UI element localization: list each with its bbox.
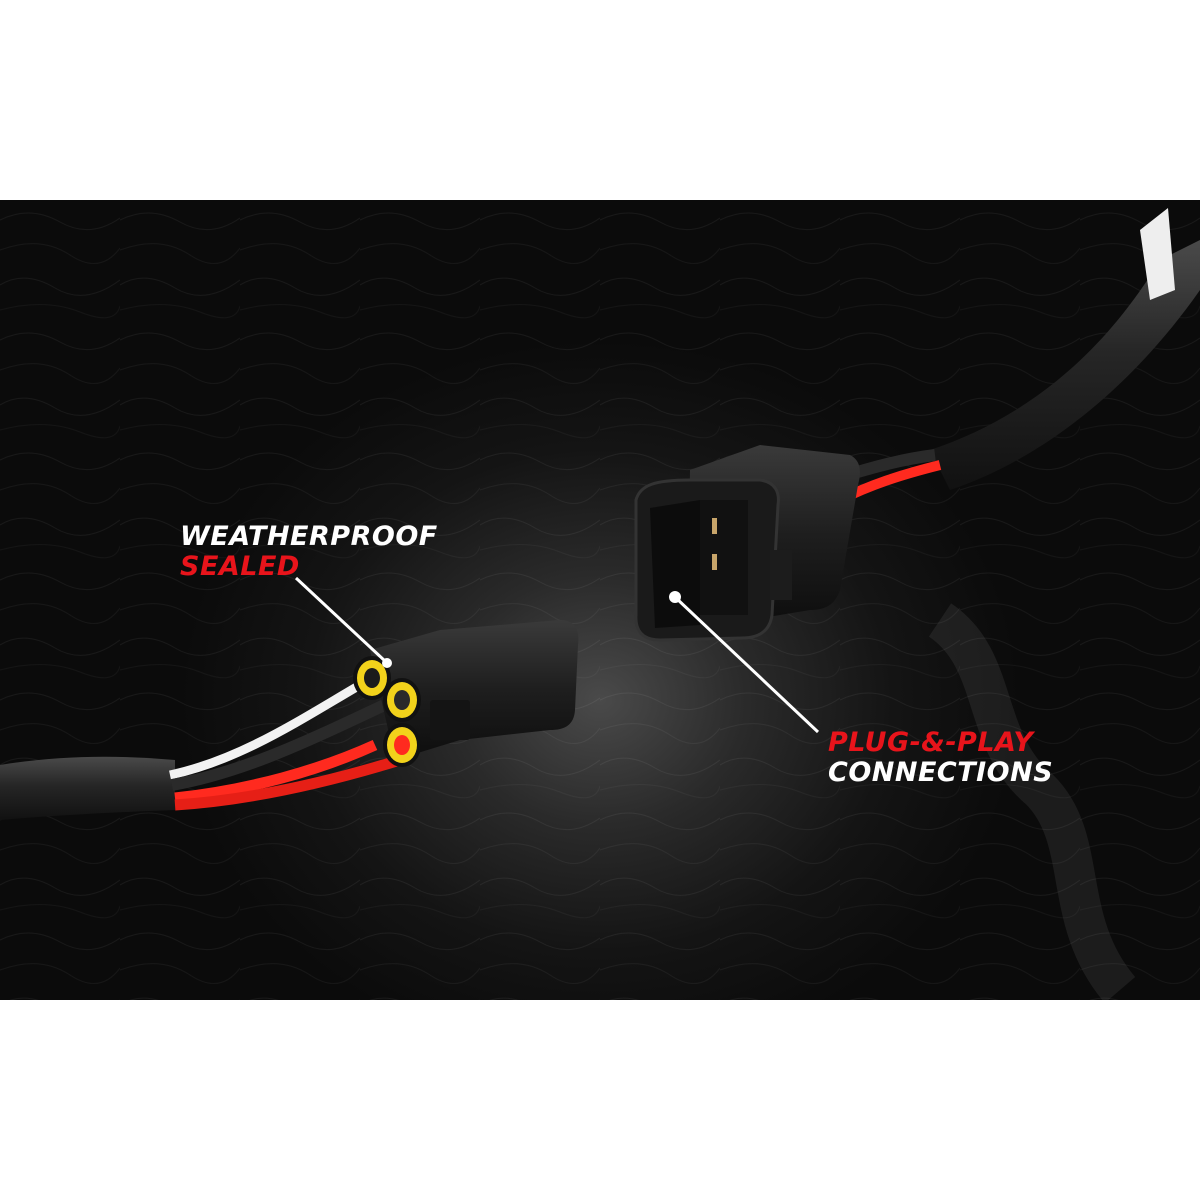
seal-rings (353, 656, 421, 767)
callout-line1: WEATHERPROOF (180, 521, 438, 552)
right-connector-socket (650, 500, 700, 628)
callout-line1: PLUG-&-PLAY (828, 727, 1034, 758)
red-wire-2 (174, 754, 402, 811)
pin-housing (700, 500, 748, 615)
smoke-wisp (927, 603, 1136, 1000)
left-connector-latch (430, 700, 470, 740)
product-photo-band: WEATHERPROOF SEALED PLUG-&-PLAY CONNECTI… (0, 200, 1200, 1000)
callout-line-plug-play (674, 596, 820, 734)
wiring-harness-illustration (0, 200, 1200, 1000)
callout-line2: CONNECTIONS (828, 757, 1054, 788)
left-cable-sleeve (0, 756, 175, 820)
left-harness (0, 620, 579, 820)
callout-plug-and-play: PLUG-&-PLAY CONNECTIONS (828, 728, 1053, 788)
callout-weatherproof-sealed: WEATHERPROOF SEALED (180, 522, 438, 582)
topographic-texture (0, 200, 1200, 1000)
pin-2 (712, 554, 717, 570)
right-connector-latch (770, 550, 792, 600)
red-wire-1 (174, 739, 378, 804)
callout-line2: SEALED (180, 551, 300, 582)
left-connector-body (370, 620, 579, 760)
cable-label-tag (1140, 208, 1175, 300)
callout-dot-plug-play (669, 591, 681, 603)
right-cable-sleeve (930, 240, 1200, 490)
white-wire (169, 681, 363, 780)
black-wire (170, 694, 398, 791)
callout-line-weatherproof (294, 576, 387, 663)
pin-1 (712, 518, 717, 534)
callout-dot-weatherproof (382, 658, 392, 668)
